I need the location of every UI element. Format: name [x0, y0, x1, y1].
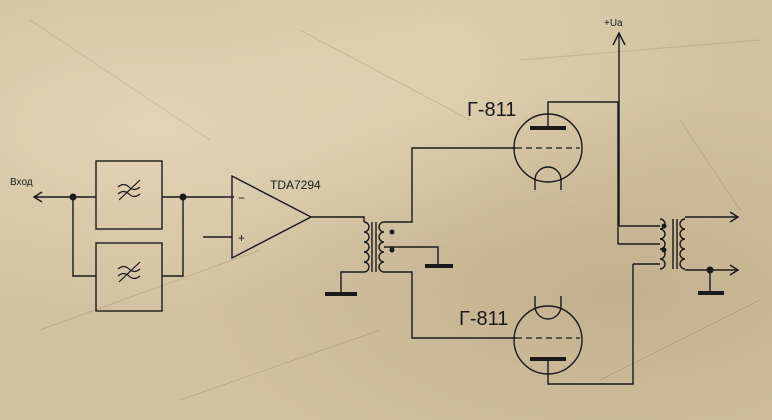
opamp-tda7294: − + TDA7294 [203, 174, 365, 260]
opamp-label: TDA7294 [270, 178, 321, 192]
opamp-minus-label: − [238, 191, 245, 205]
input-label: Вход [10, 177, 33, 188]
filter-highpass-icon [117, 261, 141, 283]
filter-block-bottom [95, 242, 163, 312]
filter-wiring [72, 193, 234, 277]
supply-label: +Ua [604, 18, 623, 29]
opamp-plus-label: + [238, 231, 245, 245]
supply-rail: +Ua [604, 18, 626, 226]
tube-top-label: Г-811 [467, 99, 516, 121]
tube-top: Г-811 [467, 99, 619, 244]
tube-bottom-label: Г-811 [459, 308, 508, 330]
input-transformer [325, 147, 516, 339]
output-transformer [618, 211, 740, 295]
paper-texture [29, 19, 761, 401]
filter-block-top [95, 160, 163, 230]
tube-bottom: Г-811 [459, 264, 634, 385]
input-terminal: Вход [10, 177, 96, 203]
filter-lowpass-icon [117, 179, 141, 201]
